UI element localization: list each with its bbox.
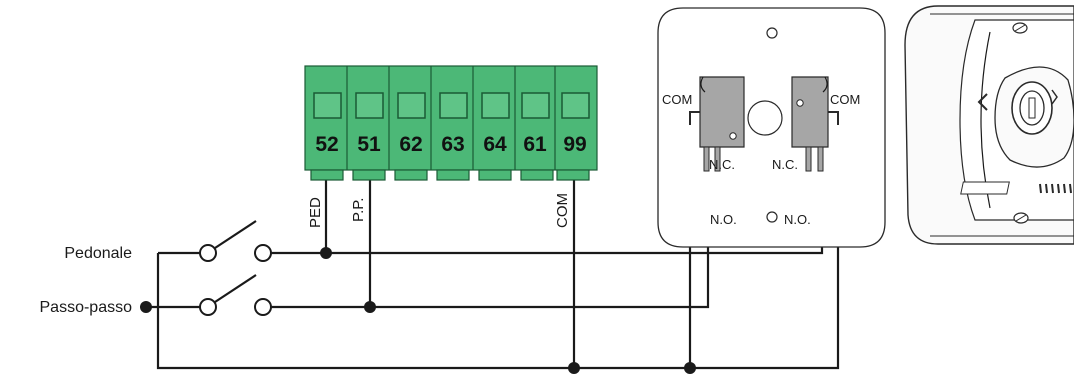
key-switch-device <box>904 5 1074 245</box>
terminal-number: 62 <box>399 133 422 156</box>
microswitch-right <box>791 76 839 172</box>
junctions <box>140 247 696 374</box>
terminal-number: 52 <box>315 133 338 156</box>
terminal-number: 61 <box>523 133 547 156</box>
plate-screw-hole <box>766 211 778 223</box>
label-no-right: N.O. <box>784 212 811 227</box>
junction-dot <box>568 362 580 374</box>
label-no-left: N.O. <box>710 212 737 227</box>
junction-dot <box>140 301 152 313</box>
key-switch-plate: COM COM N.C. N.C. N.O. N.O. <box>657 7 886 248</box>
label-pedonale: Pedonale <box>64 245 132 262</box>
terminal-number: 63 <box>441 133 464 156</box>
label-passo-passo: Passo-passo <box>40 299 133 316</box>
wire-label-ped: PED <box>307 197 324 228</box>
wire-passo-passo <box>146 172 710 309</box>
switch-pedonale <box>199 220 272 262</box>
switch-passo-passo <box>199 274 272 316</box>
terminal-number: 64 <box>483 133 507 156</box>
elvox-logo <box>960 181 1072 195</box>
label-com-left: COM <box>662 92 692 107</box>
arrow-right-icon <box>1051 89 1058 105</box>
junction-dot <box>684 362 696 374</box>
label-nc-left: N.C. <box>709 157 735 172</box>
junction-dot <box>320 247 332 259</box>
microswitch-left <box>689 76 745 172</box>
wire-label-com: COM <box>554 193 571 228</box>
junction-dot <box>364 301 376 313</box>
plate-center-hole <box>747 100 783 136</box>
arrow-left-icon <box>977 93 988 111</box>
wire-label-pp: P.P. <box>350 198 367 222</box>
label-com-right: COM <box>830 92 860 107</box>
label-nc-right: N.C. <box>772 157 798 172</box>
plate-screw-hole <box>766 27 778 39</box>
terminal-block: 52 51 62 63 64 61 99 <box>304 65 598 181</box>
terminal-number: 99 <box>563 133 586 156</box>
terminal-number: 51 <box>357 133 381 156</box>
